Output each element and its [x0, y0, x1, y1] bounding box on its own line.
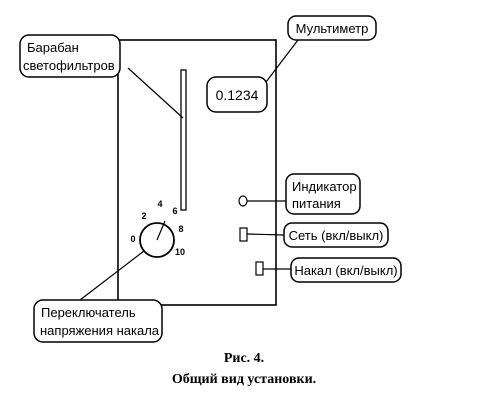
voltage-switch-leader: [79, 250, 145, 301]
power-indicator-callout-box: [285, 173, 361, 215]
filament-switch: [255, 261, 264, 276]
filter-drum-label-line1: Барабан: [27, 40, 79, 55]
power-indicator-label-line2: питания: [292, 196, 341, 211]
mains-switch-label: Сеть (вкл/выкл): [289, 228, 384, 243]
figure-caption-title: Общий вид установки.: [172, 372, 316, 387]
multimeter-label: Мультиметр: [296, 21, 369, 36]
filament-switch-callout-box: [290, 257, 402, 283]
filament-switch-label: Накал (вкл/выкл): [294, 263, 397, 278]
multimeter-callout-box: [287, 15, 377, 41]
dial-mark-6: 6: [172, 206, 177, 216]
voltage-switch-label-line1: Переключатель: [41, 305, 136, 320]
multimeter-display: [206, 76, 268, 113]
power-indicator-lamp: [238, 195, 248, 207]
dial-mark-4: 4: [157, 199, 162, 209]
mains-switch: [239, 227, 248, 242]
voltage-dial-pointer: [156, 220, 166, 241]
multimeter-readout: 0.1234: [216, 87, 259, 103]
filter-drum-slot: [180, 69, 187, 211]
voltage-switch-label-line2: напряжения накала: [40, 323, 160, 338]
filter-drum-leader: [127, 67, 184, 119]
multimeter-leader: [265, 39, 299, 83]
mains-switch-leader: [246, 233, 285, 236]
dial-mark-10: 10: [175, 247, 185, 257]
dial-mark-2: 2: [141, 211, 146, 221]
filter-drum-label-line2: светофильтров: [23, 58, 115, 73]
power-indicator-label-line1: Индикатор: [292, 179, 357, 194]
filter-drum-callout-box: [19, 34, 121, 78]
dial-mark-8: 8: [178, 224, 183, 234]
figure-caption-number: Рис. 4.: [224, 351, 264, 366]
voltage-switch-callout-box: [33, 299, 163, 343]
dial-mark-0: 0: [130, 234, 135, 244]
